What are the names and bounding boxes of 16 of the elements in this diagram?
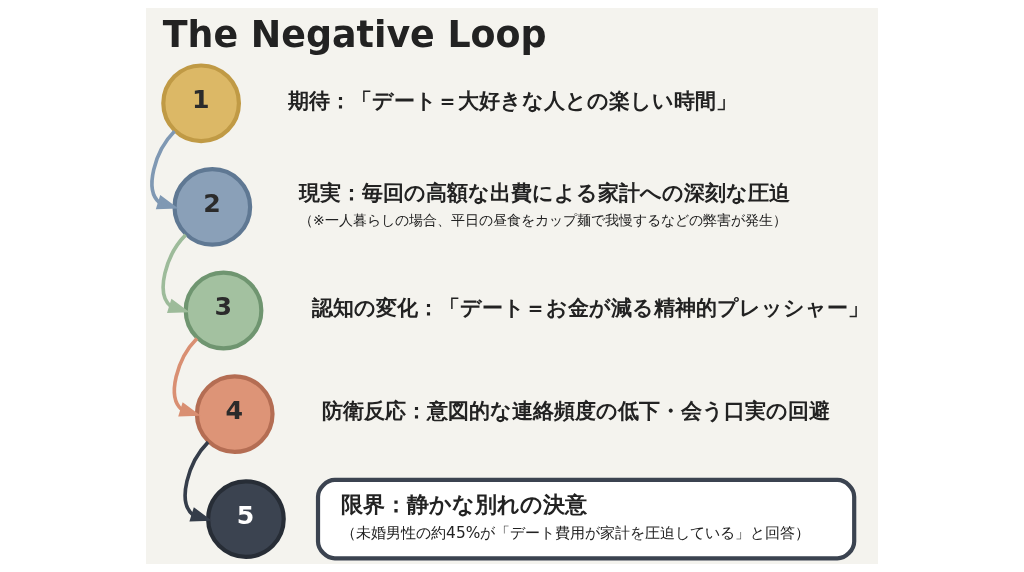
arrow	[183, 440, 212, 522]
node-label: 期待：「デート＝大好きな人との楽しい時間」	[287, 88, 737, 113]
node-label: （※一人暮らしの場合、平日の昼食をカップ麺で我慢するなどの弊害が発生）	[299, 212, 787, 229]
diagram-title: The Negative Loop	[162, 13, 547, 57]
node-circle: 5	[206, 479, 286, 559]
arrow	[172, 337, 201, 417]
node-label: 防衛反応：意図的な連絡頻度の低下・会う口実の回避	[321, 399, 830, 424]
arrow	[161, 233, 190, 313]
node-circle: 1	[161, 63, 241, 144]
node-circle: 2	[172, 167, 253, 247]
node-label: 現実：毎回の高額な出費による家計への深刻な圧迫	[299, 180, 791, 205]
node-circle: 3	[183, 270, 264, 351]
node-circle: 4	[194, 374, 275, 454]
node-box: 限界：静かな別れの決意 （未婚男性の約45%が「デート費用が家計を圧迫している」と回答）	[315, 477, 857, 561]
arrow	[150, 130, 179, 210]
node-label: 認知の変化：「デート＝お金が減る精神的プレッシャー」	[311, 295, 869, 320]
